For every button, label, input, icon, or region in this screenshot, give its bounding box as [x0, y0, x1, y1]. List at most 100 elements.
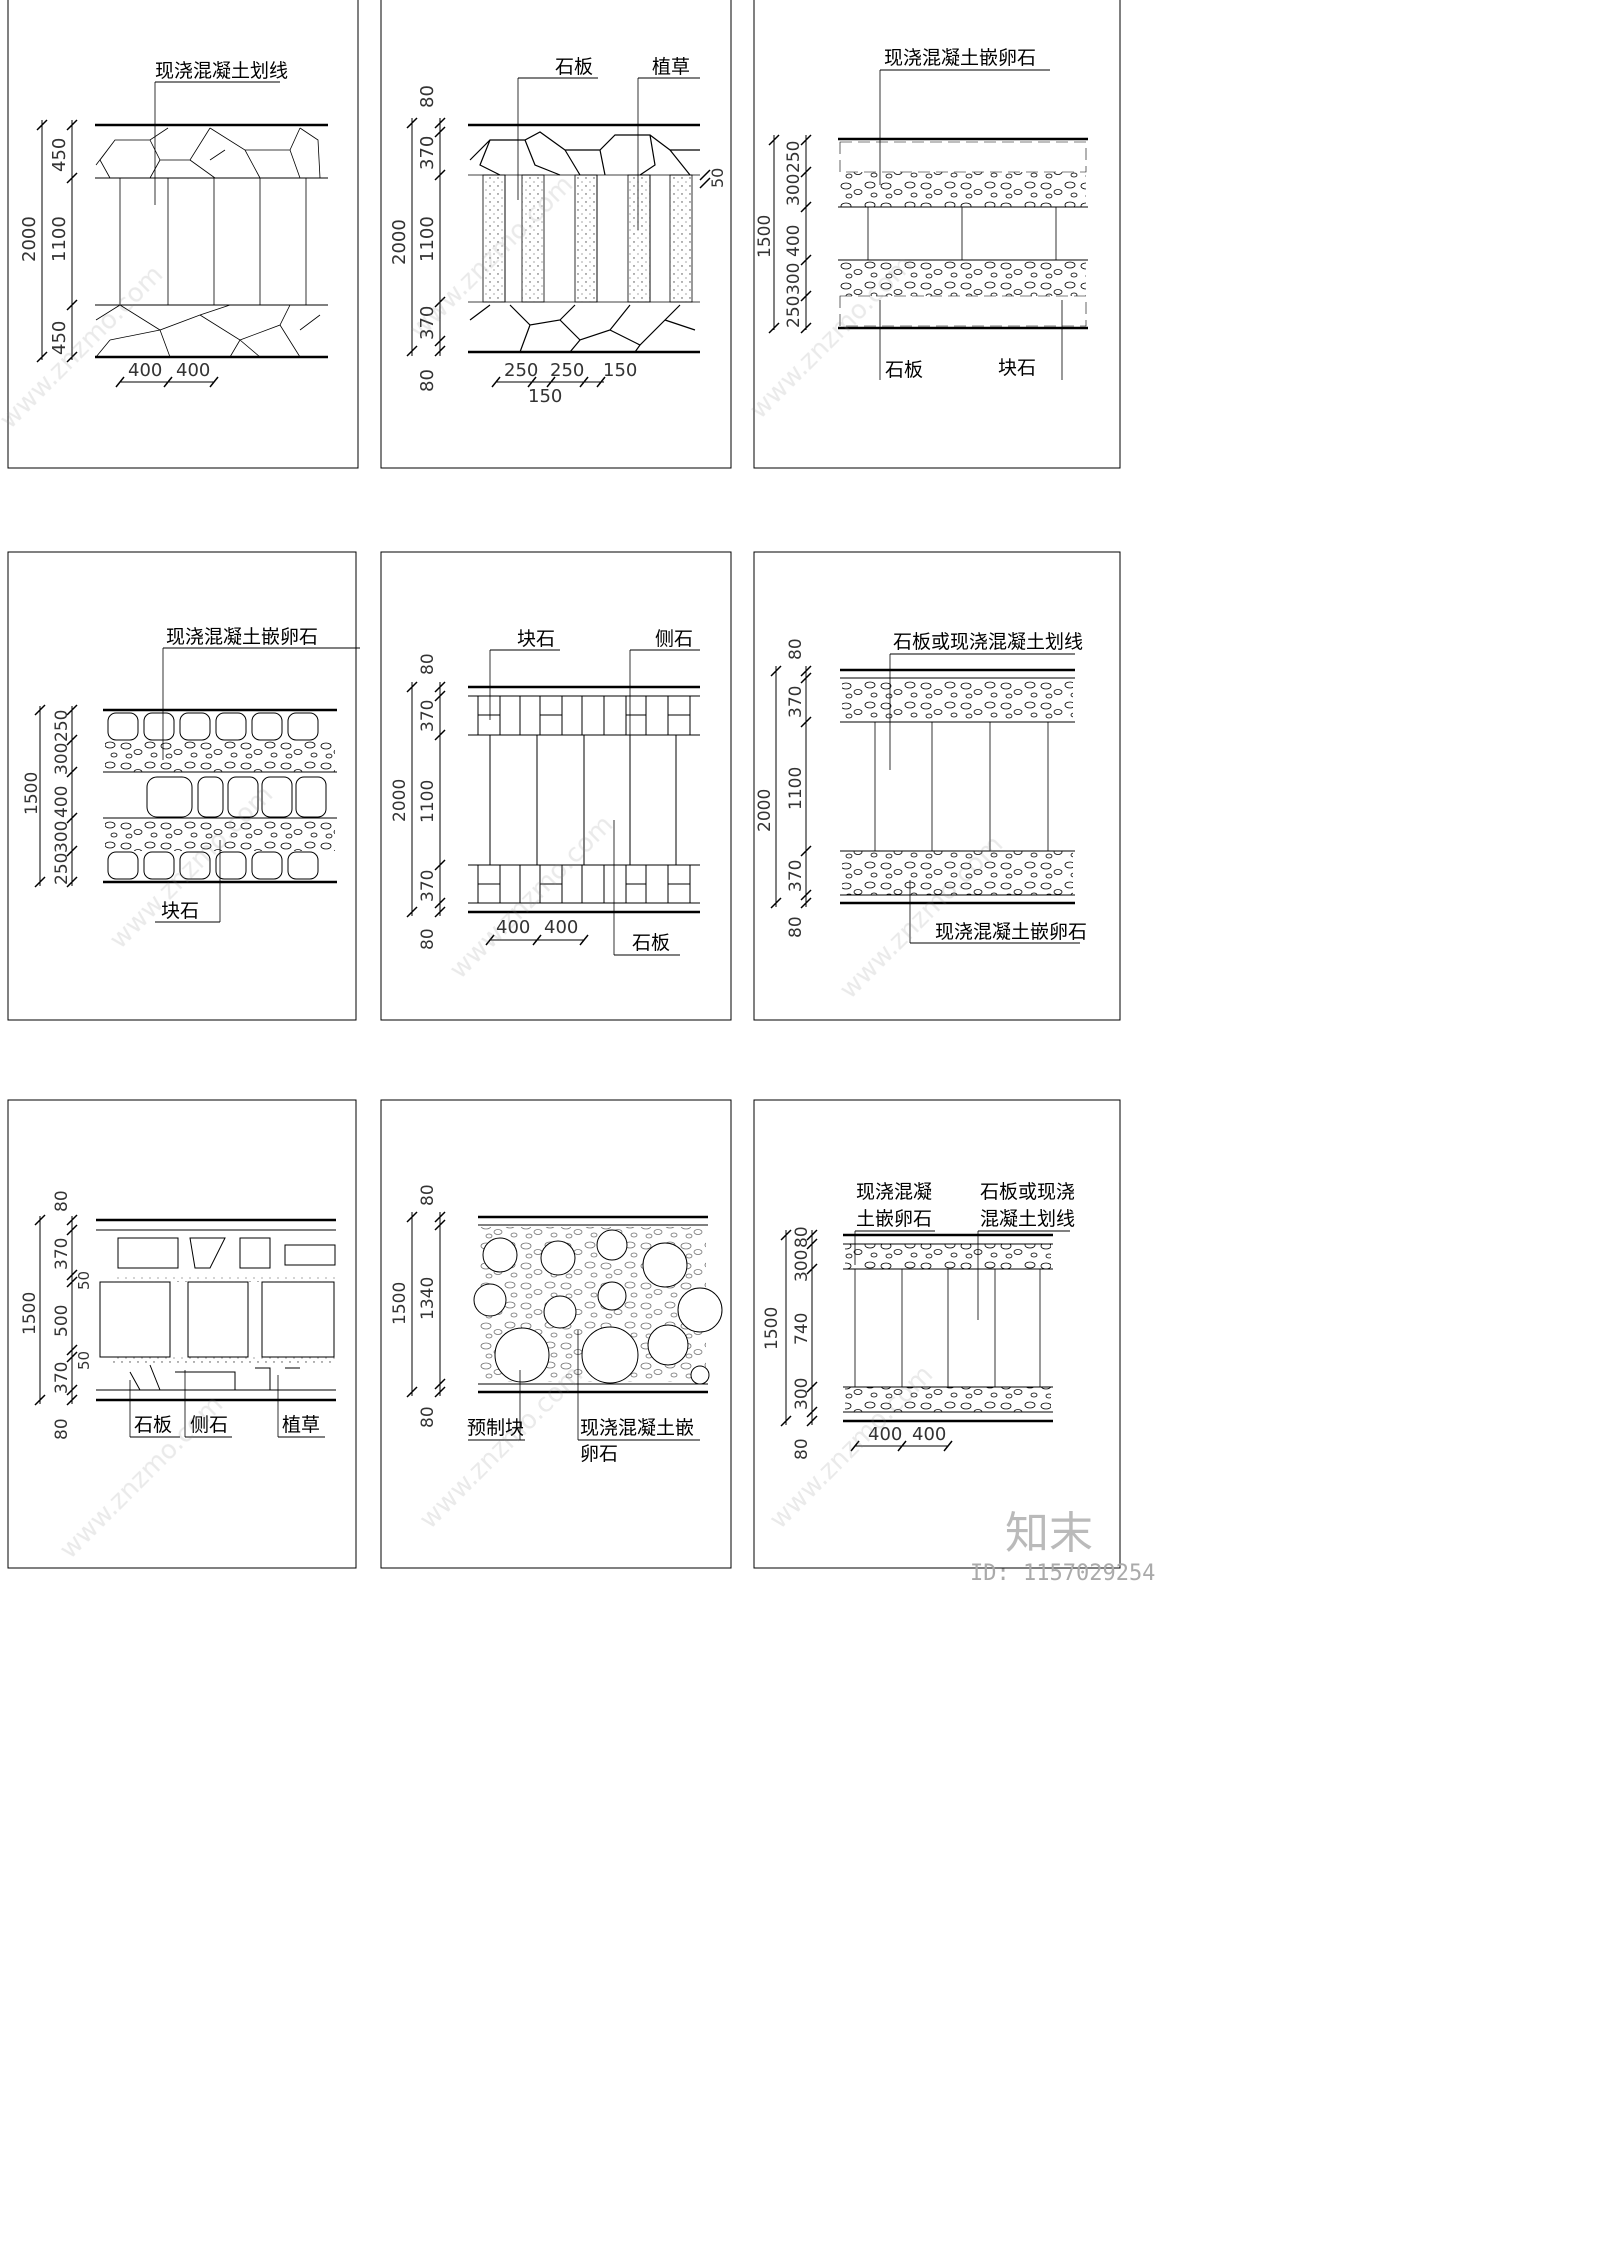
dim: 400: [912, 1424, 946, 1445]
dim: 370: [786, 686, 806, 718]
dim: 2000: [389, 219, 410, 265]
dim: 370: [417, 136, 438, 170]
label: 石板: [632, 932, 670, 954]
panel-4: 现浇混凝土嵌卵石 块石 250 300 400 300 250 1500: [7, 551, 360, 1021]
dim: 370: [418, 870, 438, 902]
panel-frame: [380, 0, 732, 469]
image-id: ID: 1157029254: [970, 1561, 1155, 1586]
panel-7: 石板 侧石 植草 80 370 50 500 50 370 80 1500: [7, 1099, 357, 1569]
panel-6: 石板或现浇混凝土划线 现浇混凝土嵌卵石 80 370 1100 370 80 2…: [753, 551, 1121, 1021]
dim: 300: [792, 1250, 812, 1282]
dim: 400: [868, 1424, 902, 1445]
dim: 1500: [20, 1292, 40, 1335]
dim: 80: [418, 653, 438, 675]
dim: 80: [786, 638, 806, 660]
watermark-text: www.znzmo.com: [104, 780, 279, 955]
dim: 1500: [390, 1282, 410, 1325]
dim: 400: [128, 360, 162, 381]
label: 石板或现浇混凝土划线: [893, 631, 1083, 653]
dim: 50: [708, 168, 727, 188]
label: 卵石: [580, 1443, 618, 1465]
dim: 1500: [762, 1307, 782, 1350]
dim: 400: [496, 917, 530, 938]
label: 混凝土划线: [980, 1208, 1075, 1230]
label: 现浇混凝土划线: [155, 60, 288, 82]
dim: 150: [528, 386, 562, 407]
panel-8: 预制块 现浇混凝土嵌 卵石 80 1340 80 1500: [380, 1099, 732, 1569]
label: 现浇混凝土嵌: [580, 1417, 694, 1439]
dim: 250: [784, 141, 804, 173]
dim: 300: [52, 821, 72, 853]
dim: 740: [792, 1313, 812, 1345]
label: 侧石: [655, 628, 693, 650]
brand-logo: 知末: [1005, 1508, 1093, 1559]
watermark-text: www.znzmo.com: [0, 260, 169, 435]
dim: 80: [417, 369, 438, 392]
panel-frame: [380, 1099, 732, 1569]
watermark-text: www.znzmo.com: [764, 1360, 939, 1535]
label: 现浇混凝土嵌卵石: [884, 47, 1036, 69]
dim: 2000: [19, 216, 40, 262]
dim: 450: [49, 138, 70, 172]
dim: 2000: [390, 779, 410, 822]
dim: 450: [49, 321, 70, 355]
label: 石板或现浇: [980, 1181, 1075, 1203]
label: 块石: [998, 357, 1036, 379]
dim: 1100: [417, 216, 438, 262]
dim: 1500: [22, 772, 42, 815]
dim: 80: [52, 1190, 72, 1212]
dim: 50: [75, 1351, 93, 1370]
dim: 1100: [49, 216, 70, 262]
panel-frame: [7, 1099, 357, 1569]
dim: 150: [603, 360, 637, 381]
panel-frame: [7, 551, 357, 1021]
dim: 250: [504, 360, 538, 381]
dim: 80: [52, 1418, 72, 1440]
label: 现浇混凝土嵌卵石: [166, 626, 318, 648]
dim: 370: [52, 1362, 72, 1394]
dim: 500: [52, 1305, 72, 1337]
panel-1: 现浇混凝土划线 450 1100 450 2000 400 400: [7, 0, 359, 469]
dim: 80: [417, 85, 438, 108]
dim: 250: [784, 296, 804, 328]
panel-frame: [7, 0, 359, 469]
dim: 300: [784, 263, 804, 295]
label: 土嵌卵石: [856, 1208, 932, 1230]
dim: 370: [417, 306, 438, 340]
dim: 50: [75, 1271, 93, 1290]
dim: 1100: [418, 780, 438, 823]
label: 石板: [134, 1414, 172, 1436]
dim: 1500: [755, 215, 775, 258]
dim: 80: [792, 1438, 812, 1460]
panel-frame: [753, 0, 1121, 469]
label: 植草: [652, 56, 690, 78]
panel-9: 现浇混凝 土嵌卵石 石板或现浇 混凝土划线 80 300 740 300 80 …: [753, 1099, 1121, 1569]
label: 块石: [161, 900, 199, 922]
dim: 250: [52, 710, 72, 742]
panel-frame: [380, 551, 732, 1021]
label: 现浇混凝: [856, 1181, 932, 1203]
panel-frame: [753, 1099, 1121, 1569]
label: 植草: [282, 1414, 320, 1436]
label: 侧石: [190, 1414, 228, 1436]
dim: 370: [786, 860, 806, 892]
dim: 400: [544, 917, 578, 938]
dim: 80: [418, 1184, 438, 1206]
dim: 2000: [755, 789, 775, 832]
dim: 400: [52, 786, 72, 818]
watermark-text: www.znzmo.com: [444, 810, 619, 985]
label: 石板: [555, 56, 593, 78]
dim: 370: [418, 700, 438, 732]
watermark-text: www.znzmo.com: [744, 250, 919, 425]
dim: 80: [418, 1406, 438, 1428]
dim: 300: [784, 174, 804, 206]
dim: 400: [176, 360, 210, 381]
dim: 80: [786, 916, 806, 938]
dim: 300: [52, 743, 72, 775]
dim: 300: [792, 1378, 812, 1410]
dim: 370: [52, 1238, 72, 1270]
dim: 1100: [786, 767, 806, 810]
panel-frame: [753, 551, 1121, 1021]
dim: 250: [52, 853, 72, 885]
